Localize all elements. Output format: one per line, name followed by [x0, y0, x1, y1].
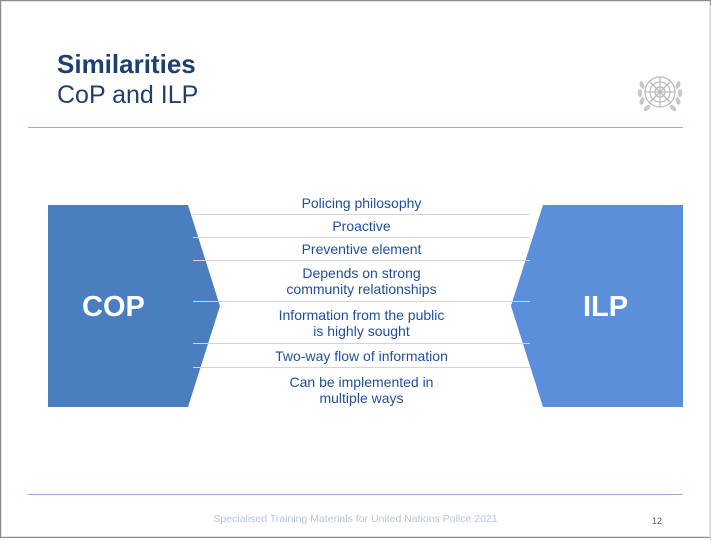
list-item-line: is highly sought: [313, 322, 410, 339]
un-emblem-icon: [637, 76, 683, 112]
list-item-line: Preventive element: [301, 241, 422, 257]
page-number: 12: [652, 516, 663, 526]
cop-label: COP: [82, 291, 145, 323]
list-item-line: Information from the public: [278, 306, 445, 323]
footer-text: Specialised Training Materials for Unite…: [213, 513, 498, 525]
list-item-line: Proactive: [332, 218, 391, 234]
list-item-line: community relationships: [286, 281, 437, 297]
list-item-line: Can be implemented in: [289, 374, 434, 390]
similarities-list: Policing philosophy Proactive Preventive…: [193, 192, 530, 412]
list-item: Two-way flow of information: [193, 344, 530, 368]
ilp-chevron-shape: [511, 205, 683, 407]
ilp-label: ILP: [583, 291, 629, 323]
list-item: Proactive: [193, 215, 530, 238]
list-item: Can be implemented in multiple ways: [193, 368, 530, 412]
list-item-line: Depends on strong: [302, 265, 421, 281]
list-item-line: multiple ways: [319, 390, 404, 406]
list-item: Policing philosophy: [193, 192, 530, 215]
slide-subtitle: CoP and ILP: [57, 81, 199, 109]
list-item-line: Policing philosophy: [301, 195, 422, 211]
slide-title: Similarities: [57, 49, 196, 79]
list-item-line: Two-way flow of information: [275, 347, 448, 364]
cop-chevron-shape: [48, 205, 220, 407]
list-item: Depends on strong community relationship…: [193, 261, 530, 302]
list-item: Information from the public is highly so…: [193, 302, 530, 344]
list-item: Preventive element: [193, 238, 530, 261]
title-divider: [28, 127, 683, 128]
footer-divider: [28, 494, 683, 495]
